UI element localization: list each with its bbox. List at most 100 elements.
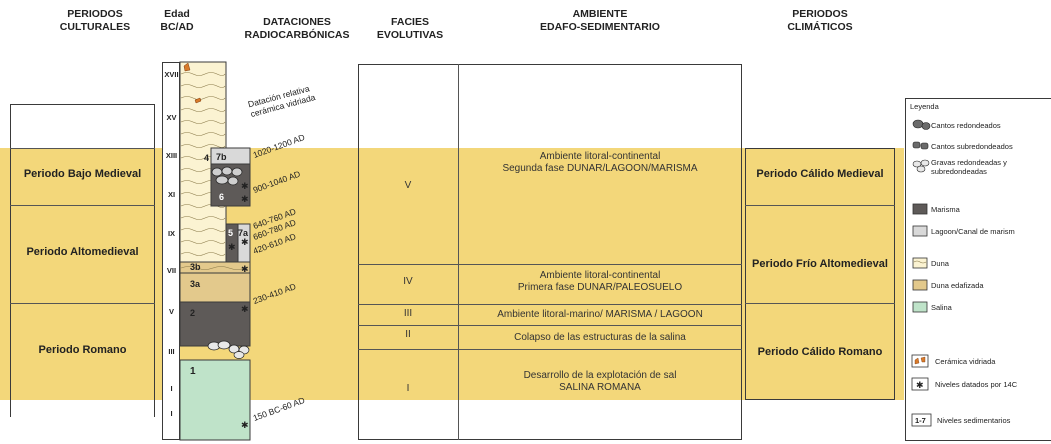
facies-iv: IV	[403, 276, 413, 287]
cultural-period-altomedieval: Periodo Altomedieval	[26, 246, 139, 258]
facies-ii: II	[405, 329, 411, 340]
row-sep-v	[358, 349, 742, 350]
cultural-period-romano: Periodo Romano	[38, 344, 127, 356]
cultural-period-bajo-medieval: Periodo Bajo Medieval	[23, 168, 142, 180]
climatic-period-frio-altomedieval: Periodo Frío Altomedieval	[752, 258, 888, 270]
cantos-redondeados-icon	[912, 119, 931, 130]
dated-level-icon-frame	[911, 377, 929, 391]
age-label-xi: XI	[167, 190, 176, 199]
age-label-ix: IX	[167, 229, 176, 238]
svg-text:✱: ✱	[241, 421, 249, 431]
header-facies: FACIES EVOLUTIVAS	[376, 16, 444, 41]
level-label-1: 1	[190, 366, 196, 377]
legend-item-duna: Duna	[931, 259, 949, 268]
facies-divider-vertical	[458, 64, 459, 440]
marisma-swatch-icon	[912, 203, 928, 215]
climatic-sep-2	[745, 303, 895, 304]
cultural-sep-3	[10, 303, 155, 304]
legend-item-cantos-subredondeados: Cantos subredondeados	[931, 142, 1013, 151]
legend-item-dated: Niveles datados por 14C	[935, 380, 1018, 389]
ceramica-icon-frame	[911, 354, 929, 368]
svg-text:✱: ✱	[241, 238, 249, 248]
legend-item-ceramica: Cerámica vidriada	[935, 357, 996, 366]
age-label-xiii: XIII	[165, 151, 178, 160]
age-label-xv: XV	[166, 113, 177, 122]
environment-i: Desarrollo de la explotación de sal SALI…	[523, 370, 677, 393]
level-label-3a: 3a	[190, 279, 201, 289]
gravas-icon	[912, 159, 930, 173]
age-label-v: V	[168, 307, 174, 316]
level-label-2: 2	[190, 308, 196, 318]
level-1-salina	[179, 359, 251, 441]
gravels-bottom	[207, 340, 250, 359]
age-label-vii: VII	[166, 266, 177, 275]
header-edad: Edad BC/AD	[160, 8, 194, 33]
band-romano	[0, 303, 904, 400]
svg-text:✱: ✱	[241, 265, 249, 275]
svg-text:✱: ✱	[241, 182, 249, 192]
level-label-7b: 7b	[216, 152, 227, 162]
legend-item-duna-edafizada: Duna edafizada	[931, 281, 984, 290]
cantos-subredondeados-icon	[912, 141, 929, 150]
lagoon-swatch-icon	[912, 225, 928, 237]
environment-ii: Colapso de las estructuras de la salina	[514, 332, 686, 343]
ceramica-fragments	[183, 62, 202, 104]
level-2-marisma	[179, 301, 251, 347]
age-label-iii: III	[168, 347, 175, 356]
dated-level-icon: ✱	[916, 381, 924, 391]
cultural-sep-1	[10, 148, 155, 149]
legend-panel	[905, 98, 1051, 441]
level-label-5: 5	[228, 228, 234, 238]
legend-level-code: 1-7	[915, 416, 926, 425]
dated-markers: ✱ ✱ ✱ ✱ ✱ ✱ ✱	[228, 182, 249, 431]
gravels-level-6	[211, 166, 243, 186]
legend-item-salina: Salina	[931, 303, 952, 312]
legend-item-lagoon: Lagoon/Canal de marism	[931, 227, 1015, 236]
level-code-frame	[911, 413, 932, 427]
age-label-xvii: XVII	[164, 70, 179, 79]
svg-text:✱: ✱	[228, 243, 236, 253]
facies-v: V	[404, 180, 412, 191]
legend-item-marisma: Marisma	[931, 205, 960, 214]
climatic-period-calido-romano: Periodo Cálido Romano	[757, 346, 883, 358]
age-label-i-lower: I	[170, 409, 173, 418]
environment-iv: Ambiente litoral-continental Primera fas…	[517, 270, 683, 293]
level-label-6: 6	[219, 192, 225, 202]
legend-item-gravas: Gravas redondeadas y subredondeadas	[931, 158, 1007, 176]
header-periodos-culturales: PERIODOS CULTURALES	[59, 8, 131, 33]
header-climaticos: PERIODOS CLIMÁTICOS	[787, 8, 853, 33]
facies-ambiente-frame	[358, 64, 742, 440]
duna-edafizada-swatch-icon	[912, 279, 928, 291]
header-ambiente: AMBIENTE EDAFO-SEDIMENTARIO	[540, 8, 660, 33]
level-3a-duna-edafizada	[179, 272, 251, 303]
level-label-3b: 3b	[190, 262, 201, 272]
legend-item-niveles-sedimentarios: Niveles sedimentarios	[937, 416, 1011, 425]
facies-i: I	[406, 383, 410, 394]
age-label-i-upper: I	[170, 384, 173, 393]
cultural-periods-frame	[10, 104, 155, 417]
climatic-period-calido-medieval: Periodo Cálido Medieval	[756, 168, 884, 180]
legend-title: Leyenda	[910, 102, 939, 111]
band-bajo-medieval	[0, 148, 904, 205]
facies-iii: III	[403, 308, 413, 319]
row-sep-iii	[358, 304, 742, 305]
row-sep-ii	[358, 264, 742, 265]
level-label-7a: 7a	[238, 228, 249, 238]
salina-swatch-icon	[912, 301, 928, 313]
climatic-periods-frame	[745, 148, 895, 400]
environment-iii: Ambiente litoral-marino/ MARISMA / LAGOO…	[497, 309, 703, 320]
svg-text:✱: ✱	[241, 195, 249, 205]
level-7a-lagoon	[237, 223, 251, 263]
environment-v: Ambiente litoral-continental Segunda fas…	[502, 151, 698, 174]
row-sep-iv	[358, 325, 742, 326]
ceramica-icon	[914, 356, 926, 365]
level-label-4: 4	[204, 153, 210, 163]
cultural-sep-2	[10, 205, 155, 206]
legend-item-cantos-redondeados: Cantos redondeados	[931, 121, 1001, 130]
climatic-sep-1	[745, 205, 895, 206]
svg-text:✱: ✱	[241, 305, 249, 315]
band-altomedieval	[0, 205, 904, 303]
